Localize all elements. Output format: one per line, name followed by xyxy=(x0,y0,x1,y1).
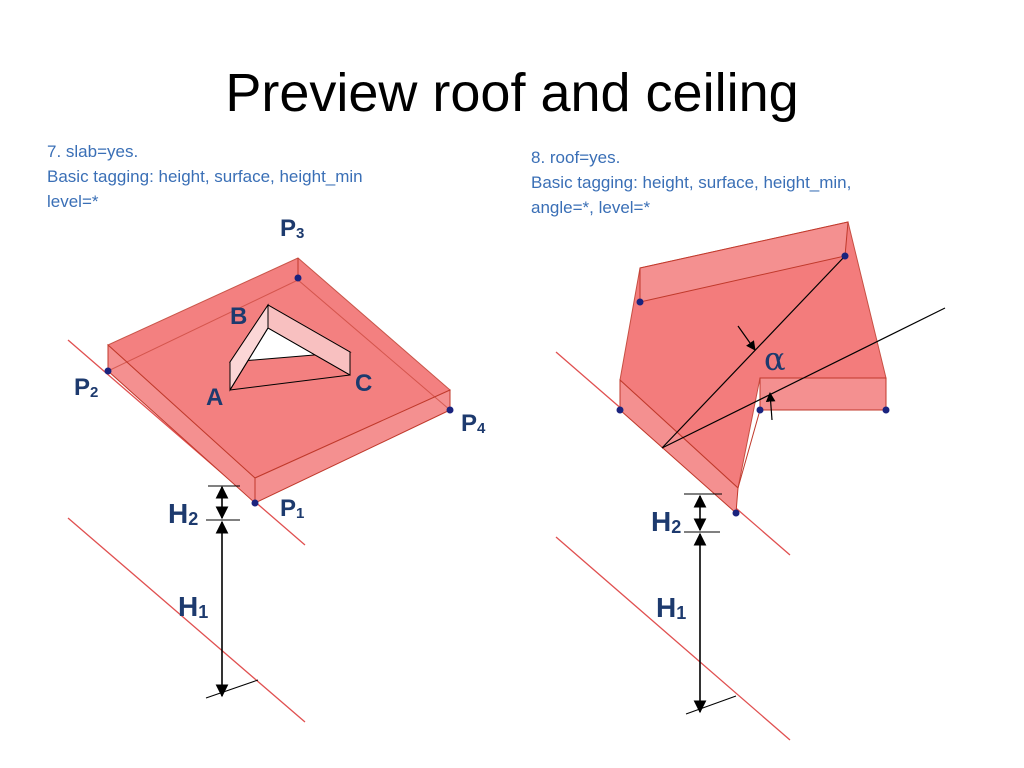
roof-point-back-right xyxy=(841,252,849,260)
slab-hole-bottom-edge xyxy=(229,374,351,391)
roof-point-left xyxy=(616,406,624,414)
angle-arrow-bottom xyxy=(765,392,776,421)
roof-point-right xyxy=(882,406,890,414)
slab-caption: 7. slab=yes. Basic tagging: height, surf… xyxy=(47,139,363,214)
h1-tick-bottom xyxy=(205,679,259,699)
roof-label-h1: H1 xyxy=(656,592,686,623)
point-p4 xyxy=(446,406,454,414)
roof-label-h2: H2 xyxy=(651,506,681,537)
label-p3: P3 xyxy=(280,215,304,242)
point-p3 xyxy=(294,274,302,282)
point-p1 xyxy=(251,499,259,507)
roof-horizontal-line xyxy=(661,307,946,449)
roof-ridge-line xyxy=(661,255,846,449)
roof-caption-line-2: Basic tagging: height, surface, height_m… xyxy=(531,173,852,192)
slab-hole-bottom-edge-2 xyxy=(267,327,351,376)
roof-caption: 8. roof=yes. Basic tagging: height, surf… xyxy=(531,145,851,220)
slab-caption-line-2: Basic tagging: height, surface, height_m… xyxy=(47,167,363,186)
slab-diagram: P3 P2 P4 P1 B A C H2 H1 xyxy=(67,215,486,723)
label-p4: P4 xyxy=(461,410,486,437)
slab-hole-bottom-edge-3 xyxy=(229,327,269,391)
roof-caption-line-1: 8. roof=yes. xyxy=(531,148,621,167)
point-p2 xyxy=(104,367,112,375)
angle-arrow-top xyxy=(737,325,756,351)
label-c: C xyxy=(355,370,372,397)
slide-title: Preview roof and ceiling xyxy=(225,63,799,123)
roof-point-inner xyxy=(756,406,764,414)
slab-top-face xyxy=(107,257,451,479)
roof-caption-line-3: angle=*, level=* xyxy=(531,198,651,217)
slab-caption-line-1: 7. slab=yes. xyxy=(47,142,139,161)
slab-ground-line-lower xyxy=(67,517,306,723)
label-alpha: α xyxy=(764,340,786,378)
label-a: A xyxy=(206,384,223,411)
slab-caption-line-3: level=* xyxy=(47,192,99,211)
roof-point-back-left xyxy=(636,298,644,306)
roof-point-front xyxy=(732,509,740,517)
roof-diagram: α H2 H1 xyxy=(555,221,946,741)
label-p1: P1 xyxy=(280,495,304,522)
roof-front-right-face xyxy=(759,377,887,411)
roof-h1-tick-bottom xyxy=(685,695,737,715)
label-p2: P2 xyxy=(74,374,98,401)
label-b: B xyxy=(230,303,247,330)
label-h1: H1 xyxy=(178,591,208,622)
label-h2: H2 xyxy=(168,498,198,529)
roof-ground-line-lower xyxy=(555,536,791,741)
